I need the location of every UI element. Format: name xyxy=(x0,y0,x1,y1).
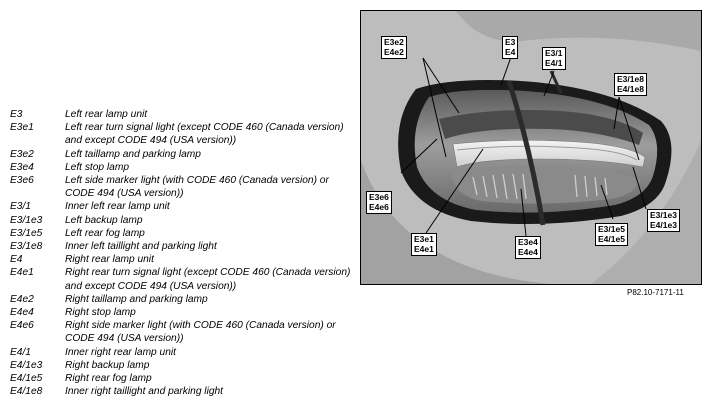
leader-lines xyxy=(400,56,647,237)
legend-row: E4e4 Right stop lamp xyxy=(8,306,360,319)
callout-e31: E3/1 E4/1 xyxy=(542,47,566,70)
legend-desc: Left taillamp and parking lamp xyxy=(65,148,201,160)
legend-code: E4 xyxy=(10,254,23,266)
legend-row: E3/1e3 Left backup lamp xyxy=(8,214,360,227)
callout-e3: E3 E4 xyxy=(502,36,519,59)
legend-row: E4/1e3 Right backup lamp xyxy=(8,359,360,372)
legend-desc: Inner right rear lamp unit xyxy=(65,346,176,358)
legend-row: E3e6 Left side marker light (with CODE 46… xyxy=(8,174,360,200)
legend-code: E4/1e5 xyxy=(10,373,43,385)
legend-code: E4/1e3 xyxy=(10,359,43,371)
legend-code: E3e1 xyxy=(10,122,34,134)
reflector-ribs xyxy=(472,173,608,200)
legend-code: E3/1e5 xyxy=(10,227,43,239)
legend-code: E4e6 xyxy=(10,320,34,332)
legend-code: E3/1e8 xyxy=(10,241,43,253)
figure-reference: P82.10-7171-11 xyxy=(627,288,684,297)
legend-desc: Right side marker light (with CODE 460 (… xyxy=(65,320,336,345)
legend-row: E4/1 Inner right rear lamp unit xyxy=(8,346,360,359)
legend-code: E3/1e3 xyxy=(10,214,43,226)
legend-desc: Left stop lamp xyxy=(65,161,129,173)
legend-code: E4/1 xyxy=(10,346,31,358)
legend-row: E3/1e8 Inner left taillight and parking l… xyxy=(8,240,360,253)
legend-desc: Left side marker light (with CODE 460 (C… xyxy=(65,175,329,200)
body-panel-bottom xyxy=(361,161,551,284)
legend-desc: Right rear fog lamp xyxy=(65,373,152,385)
legend-code: E4e1 xyxy=(10,267,34,279)
legend-row: E3e1 Left rear turn signal light (except … xyxy=(8,121,360,147)
legend-row: E3e2 Left taillamp and parking lamp xyxy=(8,148,360,161)
callout-e3e1: E3e1 E4e1 xyxy=(411,233,437,256)
legend-desc: Right stop lamp xyxy=(65,307,136,319)
strip-detail xyxy=(456,145,638,161)
legend-desc: Left rear fog lamp xyxy=(65,227,145,239)
legend-row: E4e1 Right rear turn signal light (except… xyxy=(8,266,360,292)
legend-row: E4/1e5 Right rear fog lamp xyxy=(8,372,360,385)
legend-row: E3/1 Inner left rear lamp unit xyxy=(8,200,360,213)
legend-desc: Right rear turn signal light (except COD… xyxy=(65,267,351,292)
legend-desc: Inner left taillight and parking light xyxy=(65,241,217,253)
legend-code: E4/1e8 xyxy=(10,386,43,398)
legend: E3 Left rear lamp unit E3e1 Left rear turn… xyxy=(8,108,360,398)
legend-code: E3 xyxy=(10,109,23,120)
legend-code: E4e2 xyxy=(10,293,34,305)
legend-code: E3e4 xyxy=(10,161,34,173)
legend-desc: Left rear turn signal light (except CODE… xyxy=(65,122,344,147)
legend-row: E3e4 Left stop lamp xyxy=(8,161,360,174)
legend-row: E3 Left rear lamp unit xyxy=(8,108,360,121)
lower-chamber xyxy=(451,165,641,204)
legend-row: E4/1e8 Inner right taillight and parking … xyxy=(8,385,360,398)
legend-desc: Right taillamp and parking lamp xyxy=(65,293,208,305)
legend-desc: Right rear lamp unit xyxy=(65,254,154,266)
legend-code: E4e4 xyxy=(10,307,34,319)
legend-desc: Inner right taillight and parking light xyxy=(65,386,224,398)
body-panel-right xyxy=(591,141,701,284)
legend-desc: Left backup lamp xyxy=(65,214,143,226)
legend-row: E4e6 Right side marker light (with CODE 4… xyxy=(8,319,360,345)
callout-e3e6: E3e6 E4e6 xyxy=(366,191,392,214)
legend-row: E4e2 Right taillamp and parking lamp xyxy=(8,293,360,306)
upper-band xyxy=(439,110,643,145)
rear-lamp-drawing xyxy=(361,11,701,284)
legend-desc: Left rear lamp unit xyxy=(65,109,148,120)
legend-code: E3e2 xyxy=(10,148,34,160)
trunk-gap xyxy=(506,80,546,226)
rear-lamp-illustration: E3e2 E4e2 E3 E4 E3/1 E4/1 E3/1e8 E4/1e8 … xyxy=(360,10,702,285)
callout-e3e4: E3e4 E4e4 xyxy=(515,236,541,259)
legend-desc: Right backup lamp xyxy=(65,359,150,371)
legend-row: E4 Right rear lamp unit xyxy=(8,253,360,266)
legend-code: E3e6 xyxy=(10,175,34,187)
callout-e31e5: E3/1e5 E4/1e5 xyxy=(595,223,628,246)
callout-e3e2: E3e2 E4e2 xyxy=(381,36,407,59)
callout-e31e8: E3/1e8 E4/1e8 xyxy=(614,73,647,96)
legend-desc: Inner left rear lamp unit xyxy=(65,201,170,213)
legend-code: E3/1 xyxy=(10,201,31,213)
callout-e31e3: E3/1e3 E4/1e3 xyxy=(647,209,680,232)
legend-row: E3/1e5 Left rear fog lamp xyxy=(8,227,360,240)
